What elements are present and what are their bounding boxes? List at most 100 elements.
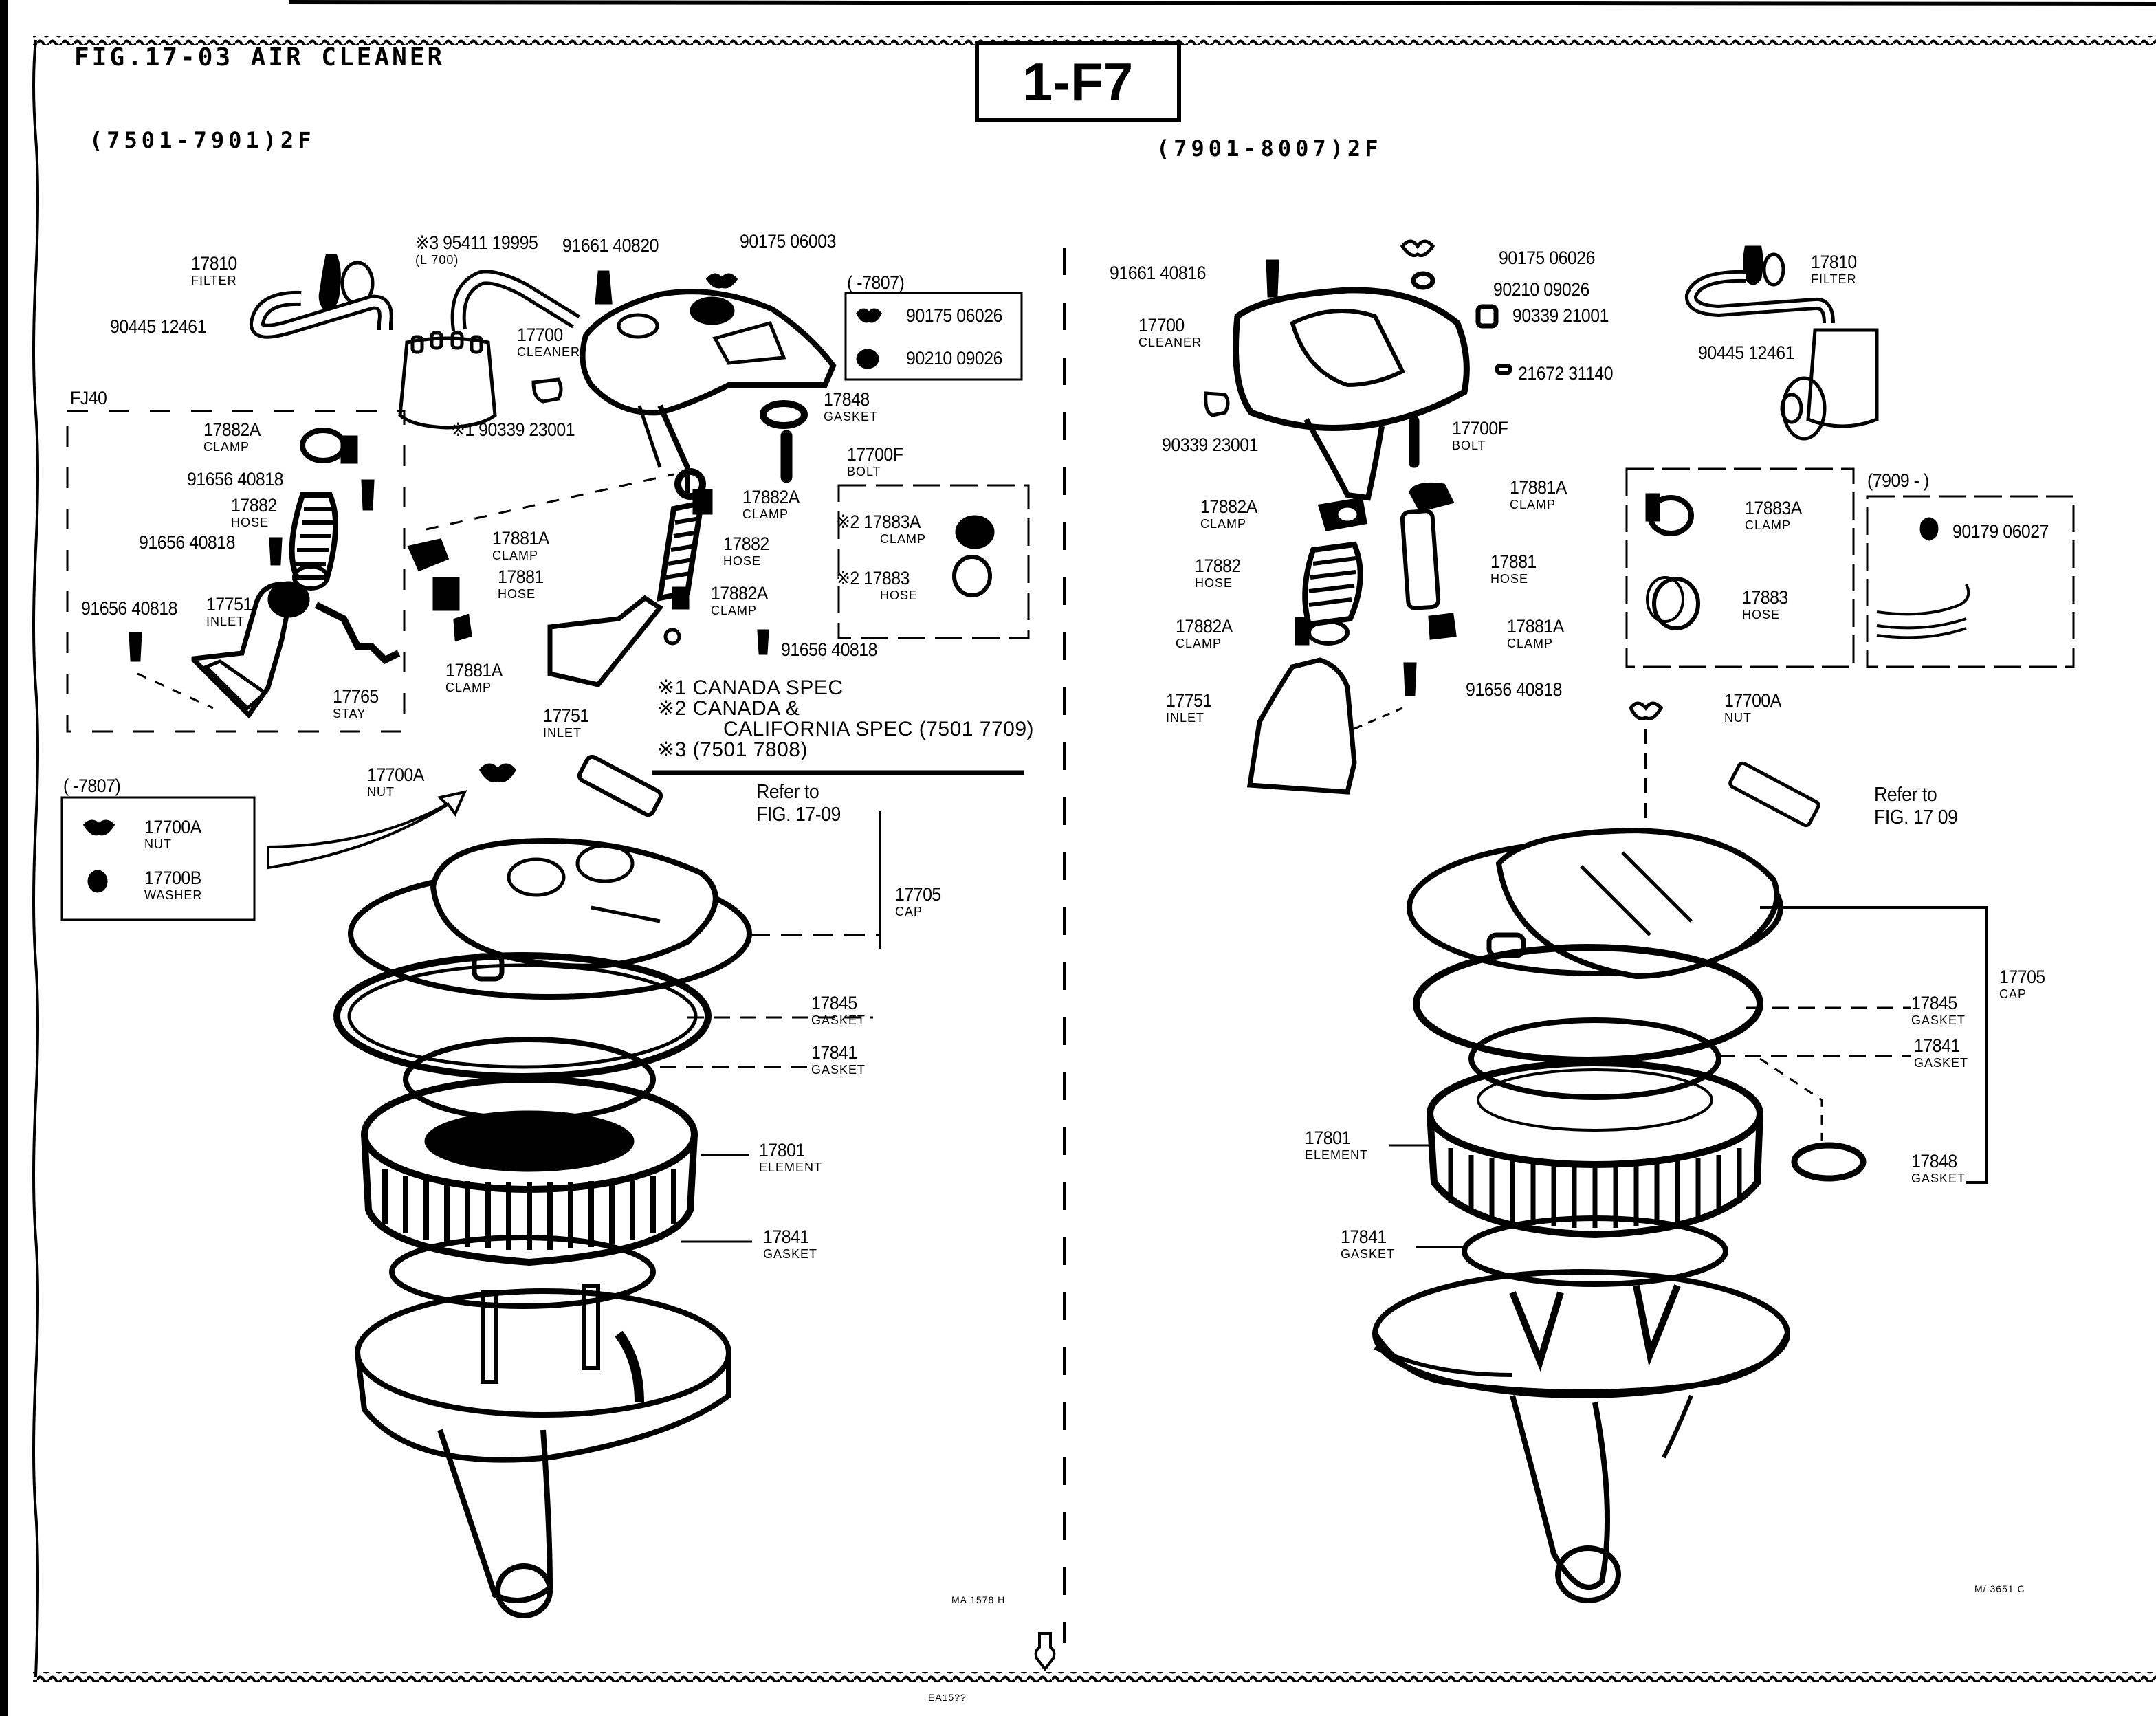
- part-number: 17801: [759, 1140, 805, 1160]
- part-number: 17810: [191, 253, 237, 274]
- fj40-box: [66, 410, 406, 733]
- part-number: 90445 12461: [1698, 342, 1794, 363]
- figure-title: FIG.17-03 AIR CLEANER: [74, 43, 446, 72]
- part-name: (L 700): [415, 253, 459, 267]
- part-name: GASKET: [1911, 1172, 1966, 1185]
- left-drawing-code: MA 1578 H: [952, 1594, 1006, 1605]
- part-name: HOSE: [231, 516, 270, 529]
- distributor-cap-drawing: [398, 331, 497, 430]
- part-name: HOSE: [1490, 572, 1529, 586]
- part-number: 17700A: [144, 817, 201, 837]
- plug-drawing: [531, 377, 563, 404]
- part-number: 90175 06026: [1499, 248, 1595, 268]
- part-callout: 21672 31140: [1518, 364, 1621, 383]
- part-name: GASKET: [811, 1063, 866, 1077]
- part-number: 17883: [1742, 587, 1788, 608]
- part-number: ※3 95411 19995: [415, 232, 538, 253]
- part-number: 17801: [1305, 1128, 1351, 1148]
- part-callout: 90445 12461: [110, 318, 214, 336]
- nut-inset-item-1: 17700A NUT: [144, 817, 206, 851]
- inlet-drawing-2: [547, 595, 664, 688]
- part-name: GASKET: [824, 410, 879, 424]
- part-number: 90210 09026: [1493, 279, 1590, 300]
- element-drawing-left: [361, 1076, 698, 1266]
- part-number: 17883A: [1745, 498, 1802, 518]
- refer-line-2: FIG. 17 09: [1874, 806, 1958, 828]
- part-name: CLAMP: [492, 549, 539, 562]
- part-name: CLAMP: [880, 532, 927, 546]
- part-number: 17881A: [492, 528, 549, 549]
- part-number: 17881A: [446, 660, 503, 681]
- gasket-17848-drawing-right: [1791, 1142, 1867, 1182]
- top-rule: [288, 0, 2156, 6]
- inset-7909-item: 90179 06027: [1952, 521, 2049, 542]
- part-number: 17882A: [1176, 616, 1233, 637]
- part-callout: 90339 23001: [1162, 436, 1266, 454]
- left-illustration: [60, 254, 1030, 1618]
- part-name: CLEANER: [1138, 336, 1202, 349]
- part-number: 91661 40820: [562, 235, 659, 256]
- element-drawing-right: [1427, 1059, 1763, 1239]
- inlet-drawing-right: [1246, 657, 1357, 795]
- clamp-drawing-1: [300, 428, 358, 464]
- part-number: 91656 40818: [139, 532, 235, 553]
- cap-drawing-left: [348, 837, 752, 1000]
- part-name: INLET: [206, 615, 245, 628]
- hose-17883-drawing: [952, 555, 992, 597]
- part-name: STAY: [333, 707, 366, 720]
- part-name: CAP: [1999, 987, 2027, 1001]
- right-range-label: (7901-8007)2F: [1156, 135, 1383, 162]
- base-drawing-right: [1372, 1269, 1790, 1603]
- bolt-17700f-drawing: [780, 430, 793, 483]
- part-callout: 91656 40818: [81, 600, 186, 618]
- hose-drawing-1: [289, 492, 339, 591]
- part-number: 90175 06003: [740, 231, 836, 252]
- clamp-17881a-drawing-2: [453, 613, 472, 642]
- page-code-box: 1-F7: [975, 41, 1181, 122]
- part-number: 17881A: [1507, 616, 1564, 637]
- part-name: CLAMP: [1176, 637, 1222, 650]
- gasket-17848-drawing: [760, 400, 808, 429]
- cleaner-body-drawing-right: [1204, 287, 1470, 501]
- part-number: 17700: [1138, 315, 1185, 336]
- part-number: 17705: [1999, 967, 2045, 987]
- part-name: FILTER: [1811, 272, 1857, 286]
- part-callout: 91661 40820: [562, 236, 667, 255]
- distributor-drawing-right: [1780, 328, 1879, 441]
- part-name: GASKET: [763, 1247, 818, 1261]
- part-name: CLAMP: [1510, 498, 1556, 512]
- nut-inset-range: ( -7807): [63, 776, 121, 796]
- cleaner-body-drawing: [580, 289, 837, 500]
- gasket-17841b-drawing-left: [389, 1235, 656, 1309]
- part-name: CAP: [895, 905, 923, 918]
- part-name: CLEANER: [517, 345, 581, 359]
- part-callout: 90445 12461: [1698, 344, 1803, 362]
- refer-line-2: FIG. 17-09: [756, 804, 841, 826]
- refer-line-1: Refer to: [756, 781, 820, 803]
- part-name: GASKET: [1911, 1013, 1966, 1027]
- part-number: 17700: [517, 324, 563, 345]
- part-number: 21672 31140: [1518, 363, 1614, 384]
- footnote-2-cont: CALIFORNIA SPEC (7501 7709): [723, 718, 1035, 740]
- part-name: INLET: [1166, 711, 1205, 725]
- part-number: 17882A: [742, 487, 800, 507]
- left-range-label: (7501-7901)2F: [89, 127, 316, 153]
- part-name: NUT: [1724, 711, 1752, 725]
- part-name: NUT: [144, 837, 172, 851]
- part-number: 17882: [1195, 556, 1241, 576]
